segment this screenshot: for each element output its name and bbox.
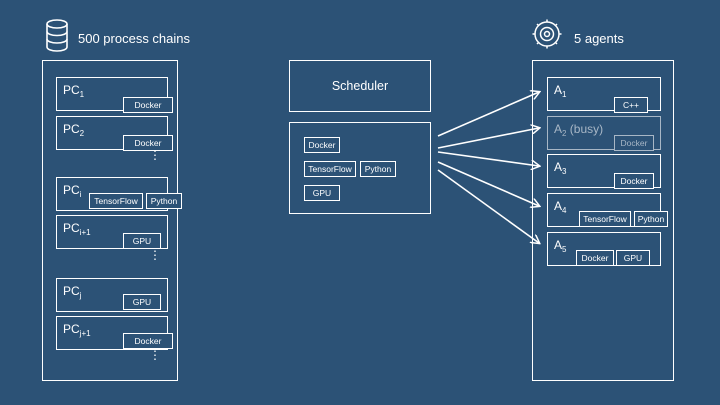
tag-python: Python [360,161,396,177]
scheduler-title: Scheduler [331,79,389,93]
tag-docker: Docker [123,333,173,349]
chain-label: PC2 [63,122,85,138]
chain-label: PCi [63,183,82,199]
agent-item[interactable]: A3 Docker [547,154,661,189]
process-chain-item[interactable]: PCi TensorFlow Python [56,177,182,211]
tag-tensorflow: TensorFlow [579,211,631,227]
arrow-to-agent-5 [437,169,539,243]
tag-docker: Docker [123,97,173,113]
agent-label: A1 [554,83,567,99]
process-chains-panel: PC1 Docker PC2 Docker ⋮ PCi TensorFlow P… [42,60,182,381]
arrow-to-agent-2 [437,128,539,149]
arrow-to-agent-3 [437,151,539,166]
process-chain-item[interactable]: PC1 Docker [56,77,173,113]
tag-gpu: GPU [123,233,161,249]
scheduler-box[interactable]: Scheduler [289,60,431,112]
tag-cpp: C++ [614,97,648,113]
agent-item[interactable]: A1 C++ [547,77,661,113]
process-chain-item[interactable]: PCj+1 Docker [56,316,173,350]
agent-label: A4 [554,199,567,215]
chain-label: PCi+1 [63,221,91,237]
arrow-to-agent-4 [437,161,539,206]
tag-docker: Docker [576,250,614,266]
tag-gpu: GPU [123,294,161,310]
process-chain-item[interactable]: PCj GPU [56,278,168,312]
tag-tensorflow: TensorFlow [89,193,143,209]
agent-item[interactable]: A4 TensorFlow Python [547,193,668,227]
tag-docker: Docker [304,137,340,153]
agent-item-busy[interactable]: A2 (busy) Docker [547,116,661,151]
tag-tensorflow: TensorFlow [304,161,356,177]
chain-label: PC1 [63,83,85,99]
agents-panel: A1 C++ A2 (busy) Docker A3 Docker A4 Ten… [532,60,674,381]
agents-title: 5 agents [574,31,624,46]
tag-gpu: GPU [616,250,650,266]
tag-docker: Docker [123,135,173,151]
chain-label: PCj+1 [63,322,91,338]
process-chains-title: 500 process chains [78,31,191,46]
tag-python: Python [634,211,668,227]
agent-item[interactable]: A5 Docker GPU [547,232,661,266]
agent-label: A2 (busy) [554,122,604,138]
tag-gpu: GPU [304,185,340,201]
agent-label: A5 [554,238,567,254]
chain-label: PCj [63,284,82,300]
tag-python: Python [146,193,182,209]
tag-docker: Docker [614,135,654,151]
arrow-to-agent-1 [437,92,539,137]
agent-label: A3 [554,160,567,176]
process-chain-item[interactable]: PC2 Docker [56,116,173,151]
process-chain-item[interactable]: PCi+1 GPU [56,215,168,249]
tag-docker: Docker [614,173,654,189]
scheduler-queue: Docker TensorFlow Python GPU [289,122,431,214]
